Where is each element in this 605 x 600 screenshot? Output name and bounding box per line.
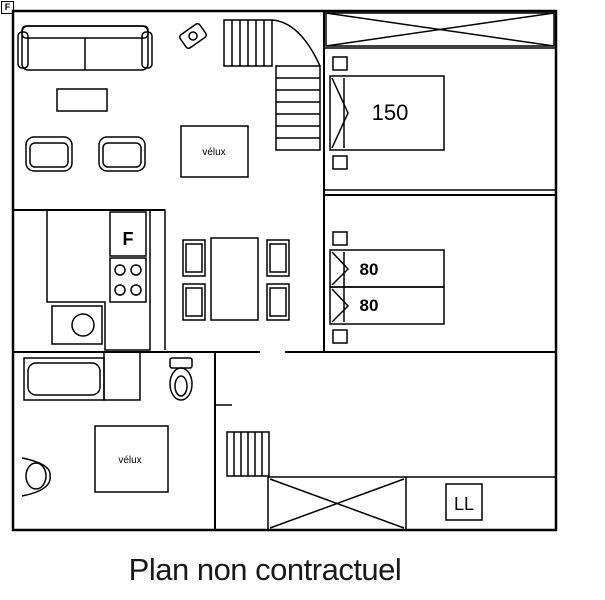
- beds-single: [329, 231, 445, 344]
- sofa: [17, 25, 153, 71]
- velux-top: [180, 125, 249, 178]
- fridge-label: F: [123, 229, 134, 249]
- armchair-left: [25, 136, 73, 172]
- outer-wall: [11, 9, 558, 532]
- bed-double: [329, 56, 445, 170]
- velux-label-bottom: vélux: [118, 455, 141, 466]
- bathtub: [23, 357, 105, 401]
- corner-tag: F: [1, 1, 14, 14]
- caption: Plan non contractuel: [128, 552, 402, 587]
- bed-double-label: 150: [372, 100, 409, 125]
- linen-box: [445, 483, 483, 521]
- bed-single-a-label: 80: [360, 260, 379, 279]
- staircase-bottom: [226, 431, 270, 477]
- phone-object: [179, 22, 207, 50]
- staircase-top: [223, 19, 321, 151]
- coffee-table: [56, 88, 108, 112]
- toilet: [169, 357, 193, 401]
- kitchen-counter: [13, 209, 166, 351]
- linen-label: LL: [454, 494, 474, 514]
- velux-label-top: vélux: [202, 147, 225, 158]
- bed-single-b-label: 80: [360, 296, 379, 315]
- dining-set: [182, 237, 290, 321]
- armchair-right: [98, 136, 146, 172]
- storage-top: [325, 12, 555, 47]
- bathroom-cabinet: [103, 351, 141, 401]
- storage-bottom: [269, 478, 405, 529]
- velux-bottom: [94, 425, 169, 493]
- sink: [21, 457, 51, 497]
